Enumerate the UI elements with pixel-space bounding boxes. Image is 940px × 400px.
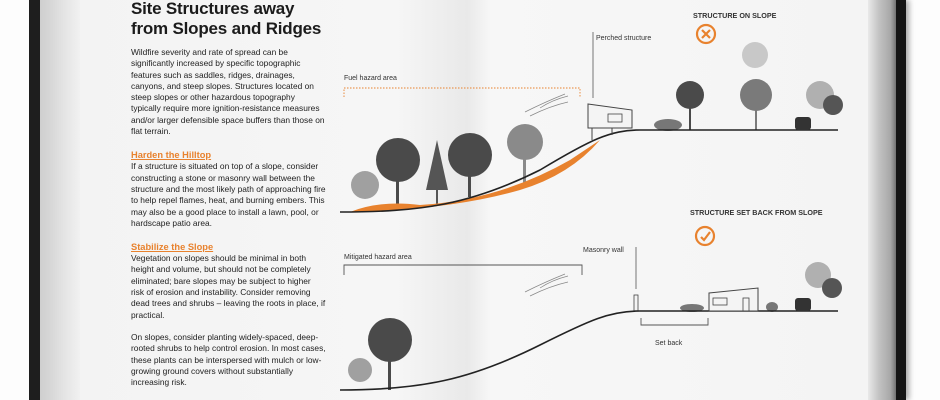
top-ground-line bbox=[339, 129, 838, 213]
section-text-hilltop: If a structure is situated on top of a s… bbox=[131, 161, 326, 228]
masonry-wall bbox=[633, 294, 639, 312]
page-edges-left bbox=[40, 0, 80, 400]
setback-bracket bbox=[640, 318, 709, 326]
wind-embers-bottom bbox=[524, 273, 569, 297]
trees-top bbox=[351, 42, 843, 205]
car-icon bbox=[795, 298, 811, 311]
title-line-1: Site Structures away bbox=[131, 0, 295, 18]
mitigated-hazard-bracket bbox=[343, 264, 583, 275]
bottom-ground-line bbox=[339, 310, 838, 391]
perched-structure-label: Perched structure bbox=[596, 35, 651, 42]
page-edges-right bbox=[868, 0, 896, 400]
check-circle-icon bbox=[694, 225, 716, 247]
trees-bottom bbox=[348, 262, 842, 390]
fuel-hazard-bracket bbox=[343, 87, 581, 97]
section-text-slope: Vegetation on slopes should be minimal i… bbox=[131, 253, 326, 320]
book-cover-left bbox=[29, 0, 40, 400]
masonry-wall-label: Masonry wall bbox=[583, 247, 624, 254]
perched-house bbox=[587, 103, 633, 140]
title-line-2: from Slopes and Ridges bbox=[131, 19, 322, 38]
top-diagram: STRUCTURE ON SLOPE Perched structure Fue… bbox=[339, 11, 843, 213]
section-heading-hilltop: Harden the Hilltop bbox=[131, 150, 212, 161]
closing-paragraph: On slopes, consider planting widely-spac… bbox=[131, 331, 326, 388]
mitigated-hazard-label: Mitigated hazard area bbox=[344, 254, 412, 261]
intro-paragraph: Wildfire severity and rate of spread can… bbox=[131, 47, 325, 137]
car-icon bbox=[795, 117, 811, 130]
fire-flames bbox=[350, 140, 600, 212]
section-heading-slope: Stabilize the Slope bbox=[131, 242, 214, 253]
fuel-hazard-label: Fuel hazard area bbox=[344, 75, 397, 82]
setback-label: Set back bbox=[655, 340, 683, 347]
top-caption: STRUCTURE ON SLOPE bbox=[693, 11, 777, 20]
setback-house bbox=[708, 287, 759, 312]
wind-embers-top bbox=[524, 93, 569, 117]
x-circle-icon bbox=[695, 23, 717, 45]
book-cover-right bbox=[896, 0, 906, 400]
bottom-diagram: STRUCTURE SET BACK FROM SLOPE Mitigated … bbox=[339, 208, 842, 391]
bottom-caption: STRUCTURE SET BACK FROM SLOPE bbox=[690, 208, 823, 217]
